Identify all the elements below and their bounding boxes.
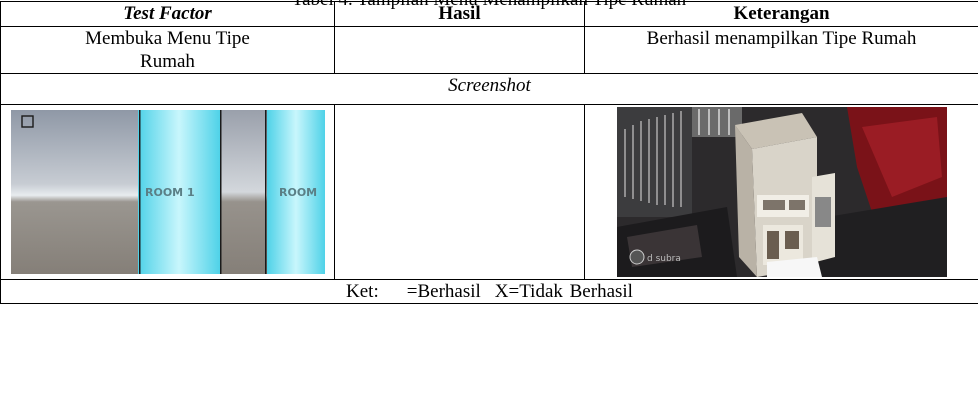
house-ar-screenshot: d subra — [616, 107, 947, 277]
header-keterangan: Keterangan — [584, 1, 978, 27]
header-test-factor: Test Factor — [0, 1, 335, 27]
room-1-label: ROOM 1 — [145, 186, 195, 199]
test-factor-text: Membuka Menu Tipe Rumah — [85, 28, 250, 72]
legend-tidak-berhasil: X=Tidak Berhasil — [494, 281, 633, 302]
watermark-text: d subra — [647, 254, 681, 264]
screenshot-label-row: Screenshot — [0, 73, 978, 105]
header-row: Test Factor Hasil Keterangan — [0, 1, 978, 27]
legend-prefix: Ket: — [346, 281, 379, 302]
keterangan-text: Berhasil menampilkan Tipe Rumah — [646, 28, 917, 49]
test-table: Test Factor Hasil Keterangan Membuka Men… — [0, 1, 978, 304]
keterangan-cell: Berhasil menampilkan Tipe Rumah — [584, 26, 978, 74]
screenshot-row: ROOM 1 ROOM — [0, 104, 978, 280]
hasil-cell — [334, 26, 585, 74]
legend-cell: Ket: =Berhasil X=Tidak Berhasil — [0, 279, 978, 304]
screenshot-label: Screenshot — [0, 73, 978, 105]
legend-row: Ket: =Berhasil X=Tidak Berhasil — [0, 279, 978, 304]
test-factor-cell: Membuka Menu Tipe Rumah — [0, 26, 335, 74]
legend-berhasil: =Berhasil — [406, 281, 481, 302]
screenshot-cell-2: d subra — [584, 104, 978, 280]
header-hasil: Hasil — [334, 1, 585, 27]
room-label: ROOM — [279, 186, 317, 199]
screenshot-cell-1: ROOM 1 ROOM — [0, 104, 335, 280]
room-menu-screenshot: ROOM 1 ROOM — [10, 110, 325, 274]
screenshot-cell-hasil — [334, 104, 585, 280]
table-row: Membuka Menu Tipe Rumah Berhasil menampi… — [0, 26, 978, 74]
